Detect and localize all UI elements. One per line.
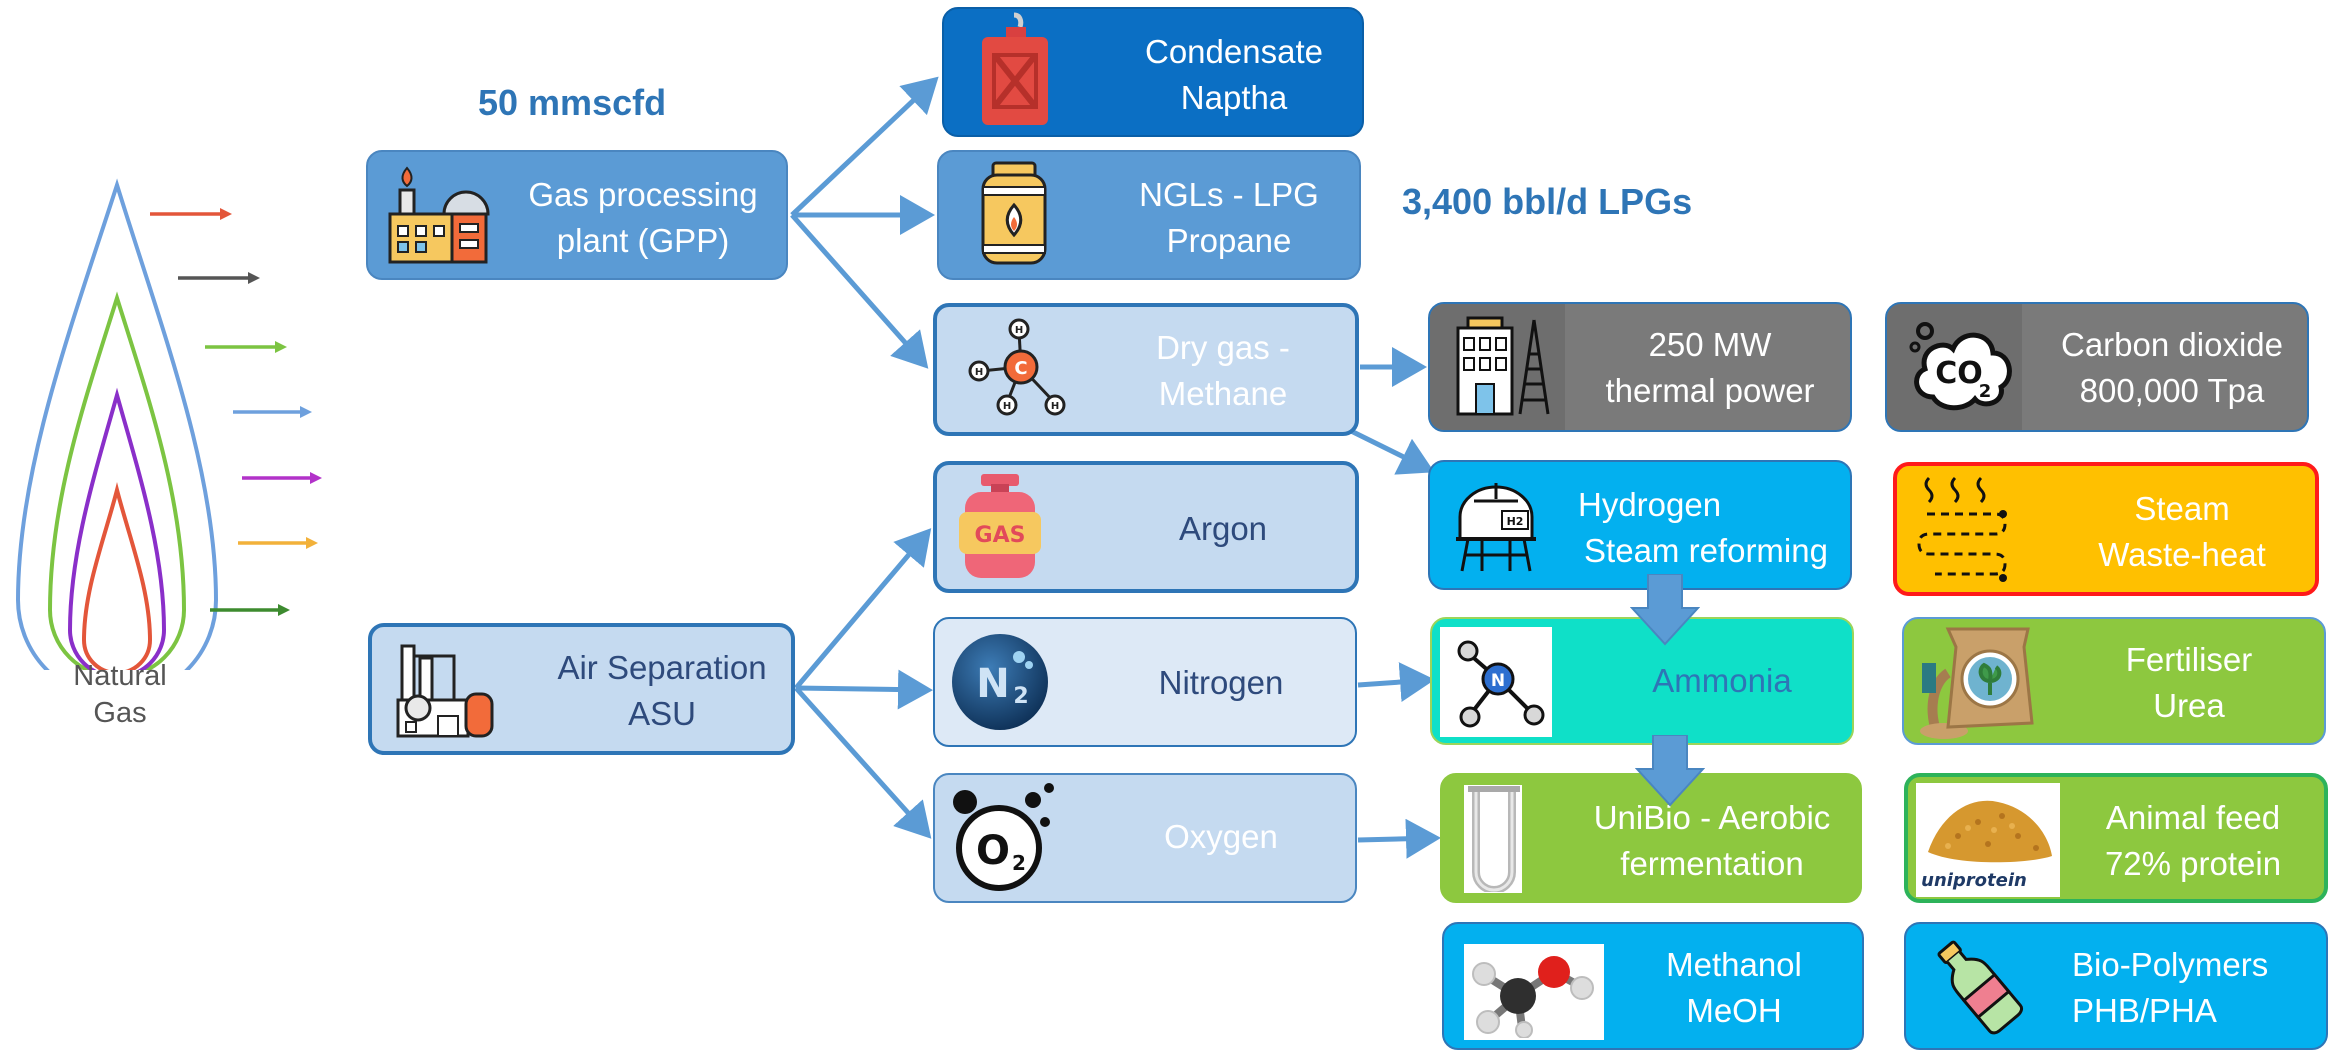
nitrogen-node[interactable]: N 2 Nitrogen bbox=[933, 617, 1357, 747]
protein-powder-icon: uniprotein bbox=[1921, 800, 2052, 891]
co2-cloud-icon: CO 2 bbox=[1909, 322, 2012, 411]
svg-text:H: H bbox=[975, 367, 983, 378]
svg-text:H2: H2 bbox=[1507, 515, 1524, 528]
ammonia-molecule-icon: N bbox=[1457, 640, 1545, 728]
plastic-bottle-icon bbox=[1937, 940, 2024, 1035]
arrow-gpp-drygas bbox=[790, 213, 929, 369]
hydrogen-tank-icon: H2 bbox=[1456, 483, 1536, 572]
factory-icon bbox=[396, 644, 494, 738]
arrow-drygas-hydrogen bbox=[1343, 425, 1435, 475]
arrow-gpp-condensate bbox=[790, 76, 939, 217]
drygas-node[interactable]: C H H H H Dry gas -Methane bbox=[933, 303, 1359, 436]
arrow-asu-argon bbox=[794, 528, 932, 690]
svg-text:O: O bbox=[976, 828, 1010, 874]
svg-text:2: 2 bbox=[1979, 381, 1992, 402]
argon-node[interactable]: GAS Argon bbox=[933, 461, 1359, 593]
svg-text:CO: CO bbox=[1935, 356, 1983, 391]
oxygen-node[interactable]: O 2 Oxygen bbox=[933, 773, 1357, 903]
arrow-oxygen-unibio bbox=[1357, 818, 1441, 859]
gas-cylinder-icon bbox=[981, 161, 1047, 265]
argon-label: Argon bbox=[1178, 510, 1268, 547]
flame-icon bbox=[15, 178, 322, 670]
svg-text:C: C bbox=[1014, 358, 1027, 379]
ammonia-label: Ammonia bbox=[1652, 662, 1792, 699]
nitrogen-label: Nitrogen bbox=[1158, 664, 1284, 701]
down-arrow-ammonia-unibio bbox=[1635, 735, 1705, 807]
heat-coil-icon bbox=[1917, 476, 2007, 582]
svg-text:uniprotein: uniprotein bbox=[1921, 870, 2027, 891]
svg-text:GAS: GAS bbox=[975, 523, 1026, 548]
u-loop-reactor-icon bbox=[1468, 786, 1520, 892]
methane-molecule-icon: C H H H H bbox=[968, 318, 1066, 415]
svg-text:H: H bbox=[1015, 325, 1023, 336]
svg-text:2: 2 bbox=[1013, 684, 1028, 709]
jerrycan-icon bbox=[982, 12, 1048, 125]
n2-sphere-icon: N 2 bbox=[952, 634, 1048, 730]
oxygen-label: Oxygen bbox=[1164, 818, 1278, 855]
svg-text:H: H bbox=[1003, 401, 1011, 412]
arrow-nitrogen-ammonia bbox=[1357, 662, 1435, 703]
o2-bubbles-icon: O 2 bbox=[953, 783, 1054, 891]
arrow-asu-nitrogen bbox=[795, 669, 933, 710]
gpp-capacity-annotation: 50 mmscfd bbox=[478, 82, 667, 123]
methanol-molecule-icon bbox=[1472, 956, 1594, 1038]
gas-bottle-icon: GAS bbox=[959, 474, 1041, 578]
down-arrow-hydrogen-ammonia bbox=[1630, 574, 1700, 646]
refinery-icon bbox=[388, 166, 490, 264]
svg-text:N: N bbox=[976, 661, 1009, 707]
svg-text:H: H bbox=[1051, 401, 1059, 412]
power-plant-icon bbox=[1456, 316, 1550, 416]
fertiliser-sack-icon bbox=[1920, 627, 2034, 739]
svg-text:2: 2 bbox=[1012, 851, 1026, 875]
svg-text:N: N bbox=[1491, 671, 1505, 691]
drygas-label: Dry gas -Methane bbox=[1156, 329, 1290, 412]
ammonia-node[interactable]: N Ammonia bbox=[1430, 617, 1854, 745]
arrow-asu-oxygen bbox=[794, 686, 932, 839]
lpg-output-annotation: 3,400 bbl/d LPGs bbox=[1402, 181, 1693, 222]
